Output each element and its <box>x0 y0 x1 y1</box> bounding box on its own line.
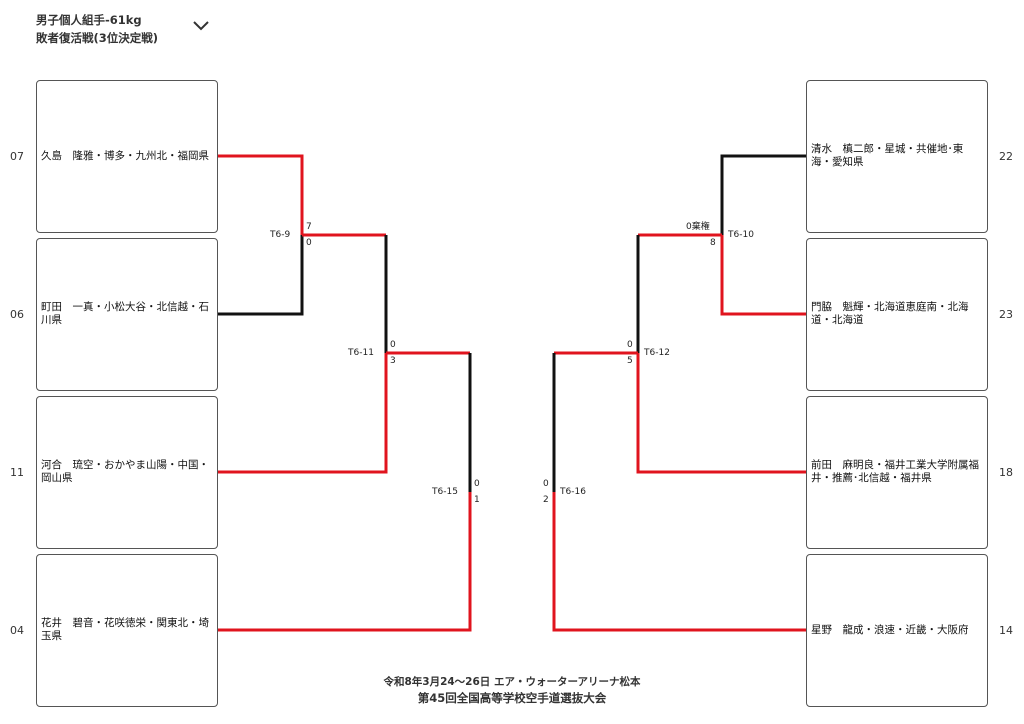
competitor-name: 清水 槙二郎・星城・共催地･東海・愛知県 <box>811 143 964 168</box>
entry-box-left-3[interactable] <box>36 396 218 549</box>
match-id-t6-15[interactable]: T6-15 <box>432 487 458 497</box>
score-bottom: 3 <box>390 356 396 366</box>
score-top: 0 <box>543 479 549 489</box>
score-bottom: 2 <box>543 495 549 505</box>
entry-box-right-1[interactable] <box>806 80 988 233</box>
match-id-t6-11[interactable]: T6-11 <box>348 348 374 358</box>
seed-number: 06 <box>10 308 24 321</box>
entry-box-left-2[interactable] <box>36 238 218 391</box>
competitor-name: 前田 麻明良・福井工業大学附属福井・推薦･北信越・福井県 <box>811 459 979 484</box>
competitor-name: 星野 龍成・浪速・近畿・大阪府 <box>811 624 969 636</box>
line-06-to-t6-9 <box>218 235 304 316</box>
chevron-down-icon[interactable] <box>192 20 210 32</box>
line-18-to-t6-12 <box>636 353 806 474</box>
score-top: 0 <box>627 340 633 350</box>
match-id-t6-9[interactable]: T6-9 <box>270 230 291 240</box>
score-top: 0棄権 <box>686 222 710 232</box>
score-top: 0 <box>474 479 480 489</box>
category-title: 男子個人組手-61kg <box>36 13 142 27</box>
match-id-t6-12[interactable]: T6-12 <box>644 348 670 358</box>
entry-box-right-3[interactable] <box>806 396 988 549</box>
score-bottom: 0 <box>306 238 312 248</box>
line-11-to-t6-11 <box>218 353 388 474</box>
tournament-name: 第45回全国高等学校空手道選抜大会 <box>417 691 607 705</box>
score-bottom: 8 <box>710 238 716 248</box>
score-top: 7 <box>306 222 312 232</box>
seed-number: 18 <box>999 466 1013 479</box>
bracket-header: 男子個人組手-61kg 敗者復活戦(3位決定戦) <box>36 11 158 47</box>
round-title: 敗者復活戦(3位決定戦) <box>36 31 159 45</box>
line-07-to-t6-9 <box>218 154 304 235</box>
seed-number: 04 <box>10 624 24 637</box>
entry-box-right-4[interactable] <box>806 554 988 707</box>
competitor-name: 花井 碧音・花咲徳栄・関東北・埼玉県 <box>41 617 209 642</box>
seed-number: 14 <box>999 624 1013 637</box>
line-14-to-t6-16 <box>552 492 806 632</box>
match-id-t6-10[interactable]: T6-10 <box>728 230 754 240</box>
score-top: 0 <box>390 340 396 350</box>
entry-box-left-4[interactable] <box>36 554 218 707</box>
match-id-t6-16[interactable]: T6-16 <box>560 487 586 497</box>
score-bottom: 1 <box>474 495 480 505</box>
line-23-to-t6-10 <box>720 235 806 316</box>
line-22-to-t6-10 <box>720 154 806 235</box>
seed-number: 11 <box>10 466 24 479</box>
competitor-name: 町田 一真・小松大谷・北信越・石川県 <box>41 301 209 326</box>
line-04-to-t6-15 <box>218 492 472 632</box>
competitor-name: 河合 琉空・おかやま山陽・中国・岡山県 <box>41 459 209 484</box>
seed-number: 23 <box>999 308 1013 321</box>
score-bottom: 5 <box>627 356 633 366</box>
event-date-venue: 令和8年3月24～26日 エア・ウォーターアリーナ松本 <box>383 676 641 688</box>
competitor-name: 久島 隆雅・博多・九州北・福岡県 <box>41 150 209 162</box>
seed-number: 22 <box>999 150 1013 163</box>
competitor-name: 門脇 魁輝・北海道恵庭南・北海道・北海道 <box>811 301 969 326</box>
entry-box-left-1[interactable] <box>36 80 218 233</box>
seed-number: 07 <box>10 150 24 163</box>
entry-box-right-2[interactable] <box>806 238 988 391</box>
